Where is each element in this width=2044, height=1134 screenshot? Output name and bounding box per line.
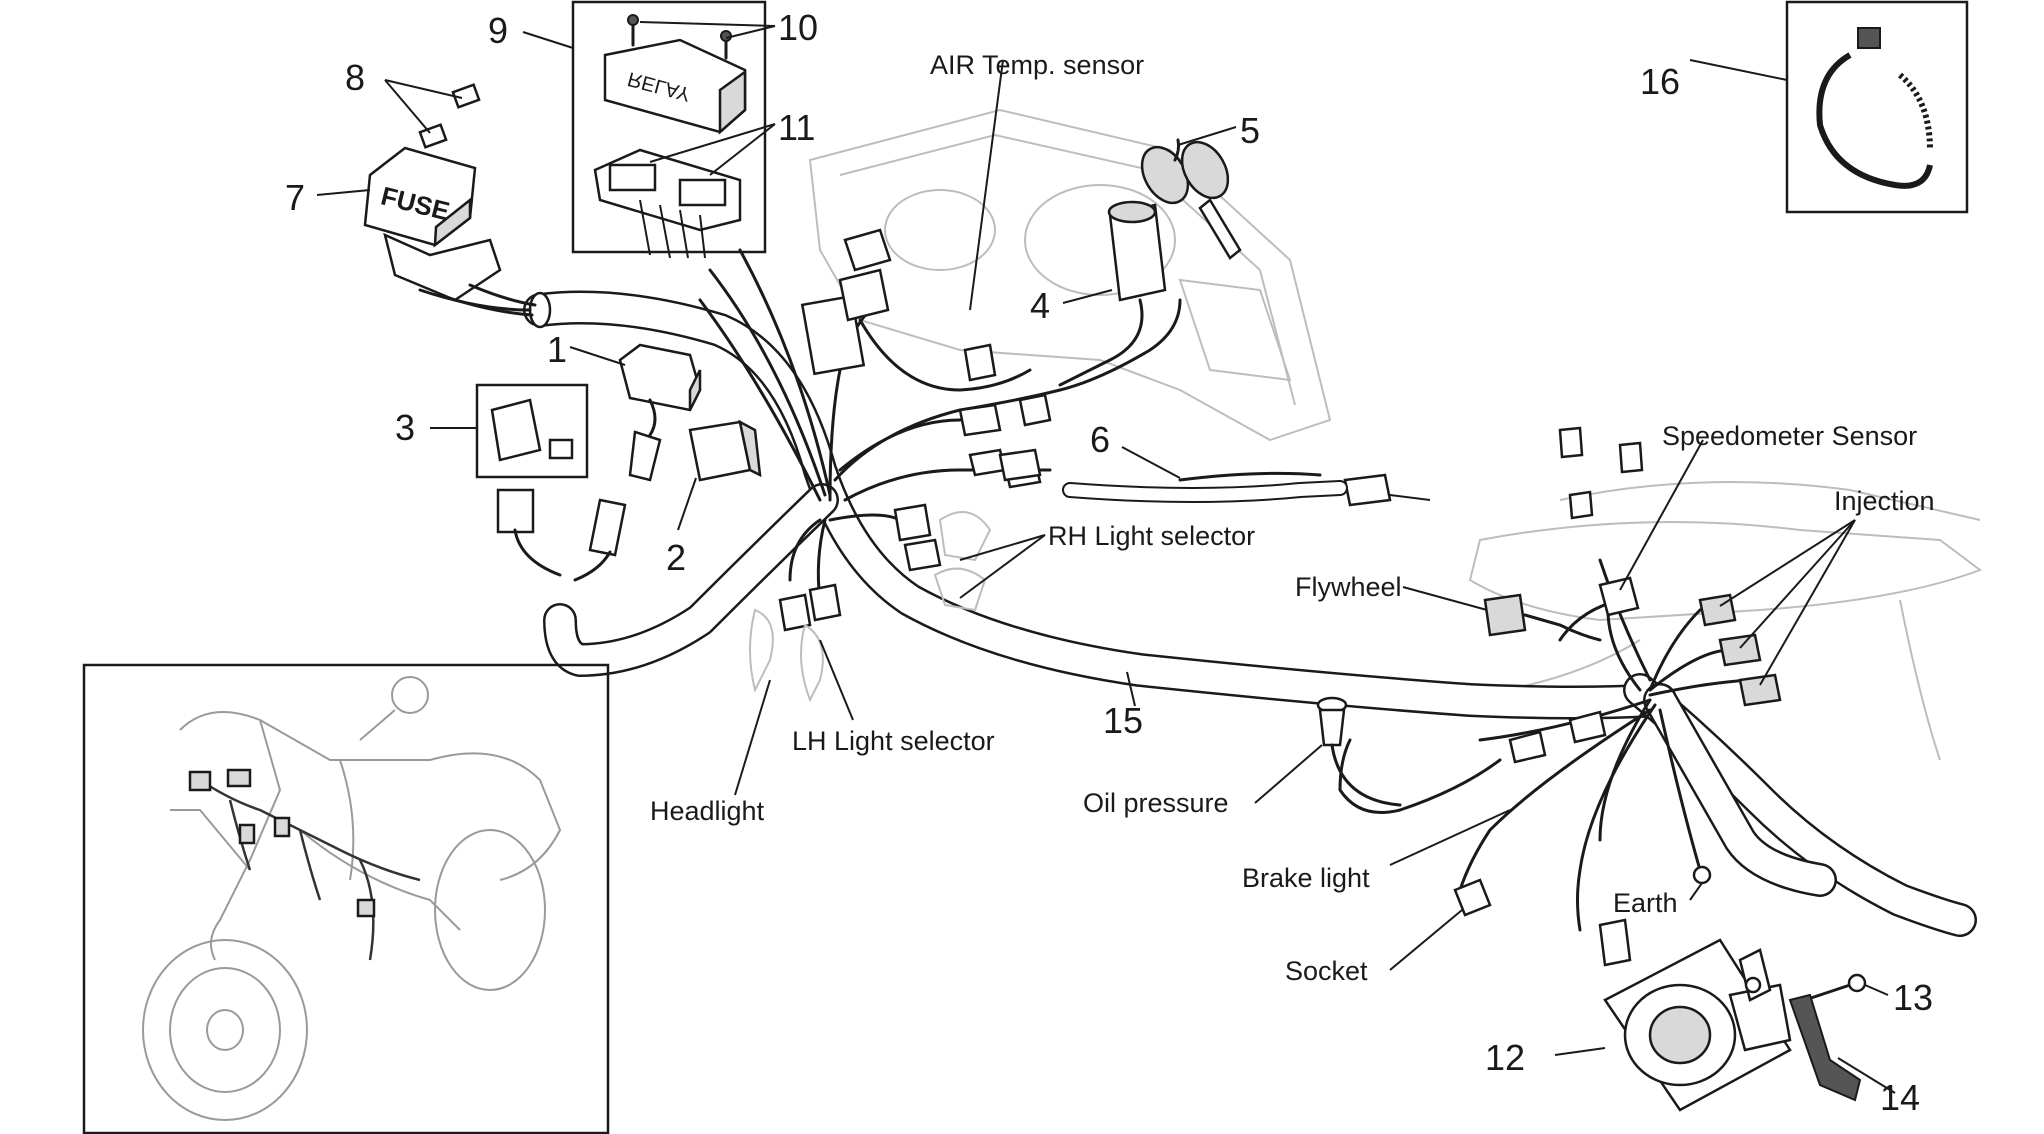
socket-connector (1453, 710, 1607, 917)
label-socket: Socket (1285, 956, 1368, 986)
screw-icon (627, 14, 732, 60)
callout-2: 2 (666, 537, 686, 578)
callout-labels: 9 10 8 11 7 1 3 2 5 4 6 16 15 12 13 14 A… (285, 7, 1935, 1118)
callout-7: 7 (285, 177, 305, 218)
label-injection: Injection (1834, 486, 1935, 516)
callout-11: 11 (778, 107, 815, 148)
callout-3: 3 (395, 407, 415, 448)
earth-ring-terminal (1692, 865, 1712, 885)
fuse-box-icon: FUSE (363, 146, 537, 317)
callout-15: 15 (1103, 700, 1143, 741)
clamp-frame (1785, 0, 1969, 214)
relay-3-frame (475, 383, 589, 479)
rear-frame-ghost (1429, 481, 1983, 761)
label-air-temp-sensor: AIR Temp. sensor (930, 50, 1144, 80)
callout-1: 1 (547, 329, 567, 370)
label-earth: Earth (1613, 888, 1678, 918)
callout-12: 12 (1485, 1037, 1525, 1078)
light-selector-ghosts (749, 511, 992, 703)
ignition-key-icon (1058, 138, 1242, 387)
instrument-panel-ghost (808, 108, 1332, 442)
label-headlight: Headlight (650, 796, 765, 826)
label-lh-light-selector: LH Light selector (792, 726, 995, 756)
callout-4: 4 (1030, 285, 1050, 326)
callout-9: 9 (488, 10, 508, 51)
overview-inset-frame (82, 663, 610, 1134)
callout-13: 13 (1893, 977, 1933, 1018)
injection-connectors (1558, 426, 1782, 707)
label-speedometer-sensor: Speedometer Sensor (1662, 421, 1917, 451)
callout-16: 16 (1640, 61, 1680, 102)
callout-8: 8 (345, 57, 365, 98)
relay-1 (618, 343, 702, 482)
leader-lines (316, 21, 1896, 1094)
horn-icon (1598, 918, 1792, 1112)
label-oil-pressure: Oil pressure (1083, 788, 1229, 818)
connectors-center (778, 228, 1392, 632)
label-brake-light: Brake light (1242, 863, 1370, 893)
callout-6: 6 (1090, 419, 1110, 460)
callout-5: 5 (1240, 110, 1260, 151)
callout-10: 10 (778, 7, 818, 48)
flywheel-sensor (1483, 593, 1602, 642)
callout-14: 14 (1880, 1077, 1920, 1118)
branch-wires (698, 248, 1762, 932)
label-rh-light-selector: RH Light selector (1048, 521, 1255, 551)
cable-6 (998, 448, 1431, 503)
oil-pressure-sensor (1316, 696, 1402, 807)
relay-3 (490, 398, 574, 462)
bracket-14 (1788, 993, 1862, 1102)
label-flywheel: Flywheel (1295, 572, 1402, 602)
relay-2 (688, 419, 762, 482)
connector-left (496, 488, 627, 582)
motorcycle-silhouette-icon (142, 676, 562, 1121)
cable-clamp-icon (1816, 27, 1933, 189)
relay-icon: RELAY (593, 38, 747, 259)
screw-13 (1803, 973, 1867, 1002)
